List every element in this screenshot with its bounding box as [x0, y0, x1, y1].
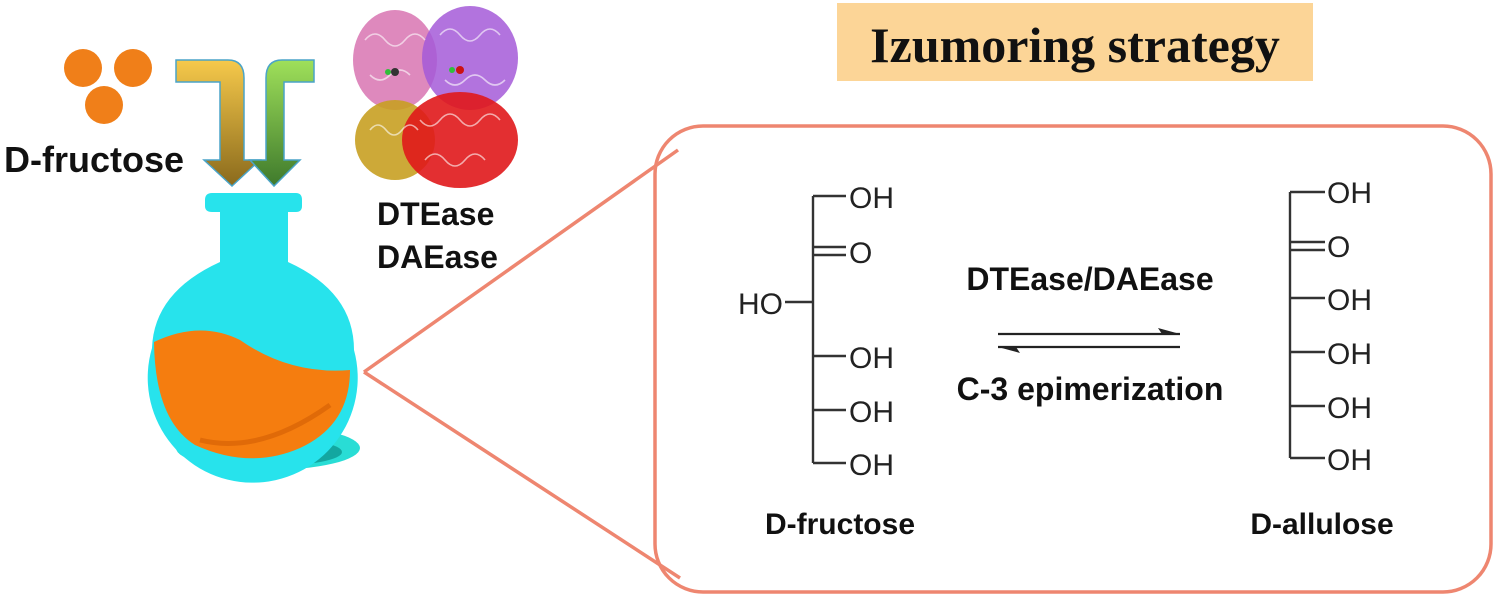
- flask-liquid-highlight: [199, 402, 332, 446]
- substrate-dot: [114, 49, 152, 87]
- fructose-group-c6: OH: [849, 449, 894, 482]
- substrate-dot: [85, 86, 123, 124]
- reaction-box: [653, 124, 1493, 594]
- allulose-group-c5: OH: [1327, 392, 1372, 425]
- callout-pointer: [362, 148, 681, 580]
- allulose-structure: OH O OH OH OH OH: [1288, 177, 1372, 477]
- allulose-group-c4: OH: [1327, 338, 1372, 371]
- allulose-group-c1: OH: [1327, 177, 1372, 210]
- title-box: Izumoring strategy: [837, 3, 1313, 81]
- fructose-group-c4: OH: [849, 342, 894, 375]
- product-name: D-allulose: [1250, 508, 1393, 541]
- substrate-molecules-icon: [64, 49, 152, 124]
- reaction-flask-icon: [147, 193, 360, 483]
- process-label: C-3 epimerization: [957, 371, 1224, 407]
- enzyme-arrow-icon: [248, 59, 315, 188]
- catalyst-label: DTEase/DAEase: [966, 261, 1213, 297]
- flask-liquid: [154, 330, 350, 459]
- fructose-structure: OH O HO OH OH OH: [738, 182, 894, 482]
- fructose-group-c5: OH: [849, 396, 894, 429]
- allulose-group-c6: OH: [1327, 444, 1372, 477]
- enzyme-label-daease: DAEase: [377, 239, 498, 275]
- title-background: [837, 3, 1313, 81]
- substrate-label: D-fructose: [4, 139, 184, 180]
- protein-structure-icon: [353, 6, 518, 188]
- equilibrium-arrows-icon: [998, 328, 1180, 353]
- fructose-group-c1: OH: [849, 182, 894, 215]
- fructose-group-c2: O: [849, 237, 872, 270]
- enzyme-label-dtease: DTEase: [377, 196, 494, 232]
- allulose-group-c3: OH: [1327, 284, 1372, 317]
- allulose-group-c2: O: [1327, 231, 1350, 264]
- fructose-group-c3: HO: [738, 288, 783, 321]
- reactant-name: D-fructose: [765, 508, 915, 541]
- substrate-dot: [64, 49, 102, 87]
- substrate-arrow-icon: [175, 59, 262, 188]
- title-text: Izumoring strategy: [870, 17, 1280, 73]
